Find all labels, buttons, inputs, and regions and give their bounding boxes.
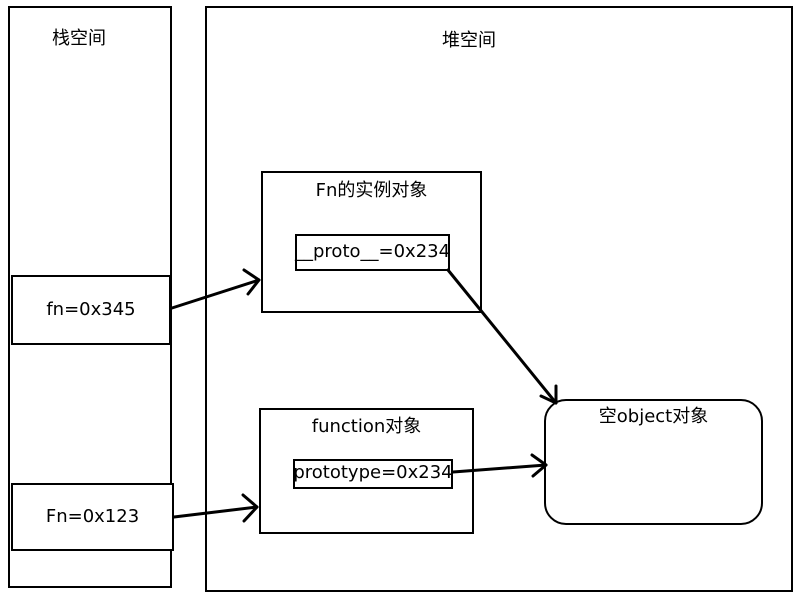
prototype-field-label: prototype=0x234 bbox=[293, 462, 453, 483]
stack-cell-Fn-label: Fn=0x123 bbox=[45, 506, 140, 527]
function-object-title: function对象 bbox=[311, 416, 422, 437]
stack-cell-fn bbox=[11, 275, 171, 345]
stack-cell-fn-label: fn=0x345 bbox=[46, 299, 136, 320]
prototype-field bbox=[293, 459, 453, 489]
fn-instance-object-title: Fn的实例对象 bbox=[315, 180, 428, 201]
stack-cell-Fn bbox=[11, 483, 174, 551]
proto-field bbox=[295, 234, 450, 271]
empty-object-title: 空object对象 bbox=[598, 406, 709, 427]
proto-field-label: __proto__=0x234 bbox=[295, 241, 451, 262]
stack-title: 栈空间 bbox=[52, 28, 106, 49]
heap-title: 堆空间 bbox=[442, 30, 496, 51]
